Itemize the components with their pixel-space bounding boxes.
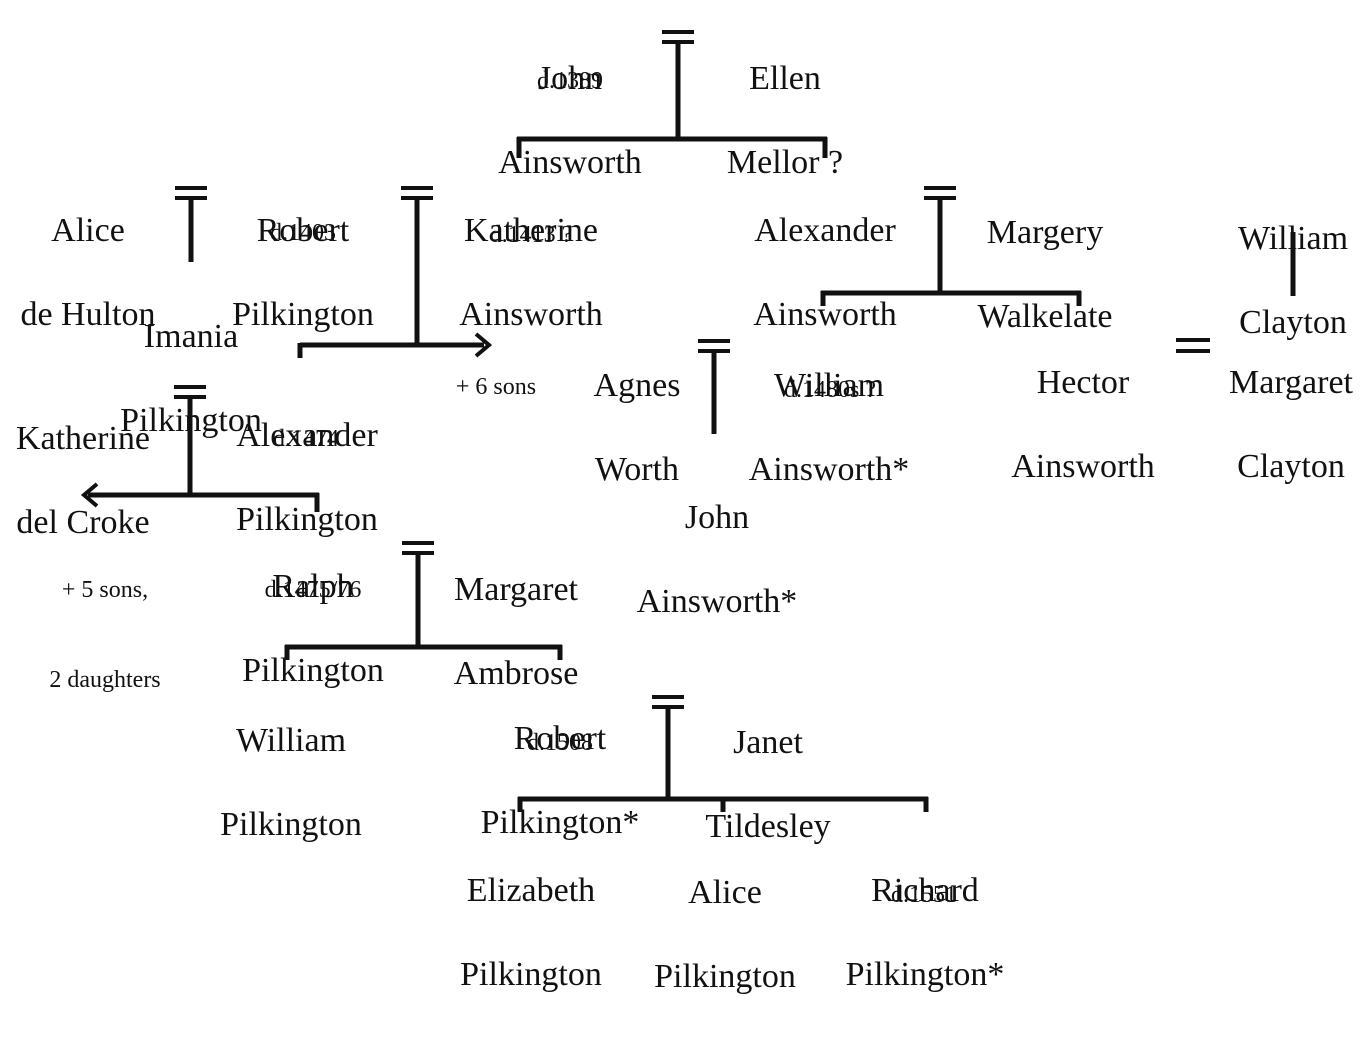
person-name-line1: Robert xyxy=(513,720,607,757)
person-name-line1: William xyxy=(773,367,885,404)
person-richard-pilkington: Richard Pilkington* xyxy=(818,821,1032,1045)
person-name-line2: Pilkington xyxy=(236,501,378,538)
person-john-ainsworth: John Ainsworth xyxy=(470,9,670,233)
date-john-ainsworth: d.1389 xyxy=(537,68,603,94)
person-hector-ainsworth: Hector Ainsworth xyxy=(990,313,1176,537)
person-name-line1: Alice xyxy=(51,212,125,249)
person-name-line2: Pilkington xyxy=(232,296,374,333)
person-agnes-worth: Agnes Worth xyxy=(572,316,702,540)
person-imania-pilkington: Imania Pilkington xyxy=(100,267,282,491)
person-name-line1: Richard xyxy=(871,872,979,909)
note-five-sons-two-daughters: + 5 sons, 2 daughters xyxy=(20,515,190,755)
note-line1: + 5 sons, xyxy=(61,577,149,603)
person-name-line2: Pilkington xyxy=(242,652,384,689)
date-william-ainsworth: d.1480s ? xyxy=(784,377,876,403)
person-robert-pilkington-1508: Robert Pilkington* xyxy=(456,669,664,893)
person-name-line2: Walkelate xyxy=(977,298,1113,335)
person-name-line2: Clayton xyxy=(1239,304,1347,341)
note-six-sons: + 6 sons xyxy=(455,374,537,400)
person-name-line2: Pilkington xyxy=(120,402,262,439)
arrowhead-six-sons xyxy=(474,332,493,358)
person-william-clayton: William Clayton xyxy=(1213,169,1370,393)
person-name-line1: Katherine xyxy=(15,420,151,457)
person-alice-pilkington: Alice Pilkington xyxy=(632,823,818,1047)
marriage-symbol-hulton-pilkington xyxy=(175,186,207,200)
person-name-line1: Janet xyxy=(733,724,803,761)
person-name-line1: Alice xyxy=(688,874,762,911)
person-name-line2: Pilkington xyxy=(654,958,796,995)
person-william-pilkington: William Pilkington xyxy=(198,671,384,895)
person-name-line2: de Hulton xyxy=(20,296,156,333)
marriage-symbol-ainsworth-clayton xyxy=(1176,338,1210,353)
date-richard-pilkington: d.1551 xyxy=(891,882,957,908)
person-alexander-pilkington: Alexander Pilkington xyxy=(212,366,402,590)
person-name-line1: John xyxy=(537,60,603,97)
person-name-line1: Robert xyxy=(256,212,350,249)
person-name-line1: Margery xyxy=(986,214,1104,251)
note-line2: 2 daughters xyxy=(49,667,161,693)
person-name-line2: del Croke xyxy=(16,504,150,541)
date-robert-pilkington-1403: d.1403 xyxy=(270,220,336,246)
person-name-line1: Alexander xyxy=(754,212,896,249)
person-name-line1: Ralph xyxy=(272,568,354,605)
person-katherine-del-croke: Katherine del Croke xyxy=(0,369,166,593)
arrowhead-five-sons xyxy=(80,482,99,508)
marriage-symbol-ainsworth-walkelate xyxy=(924,186,956,200)
person-name-line2: Clayton xyxy=(1237,448,1345,485)
person-margaret-clayton: Margaret Clayton xyxy=(1212,313,1370,537)
person-name-line1: Margaret xyxy=(1229,364,1353,401)
person-name-line1: Hector xyxy=(1036,364,1130,401)
date-robert-pilkington-1508: d.1508 xyxy=(527,730,593,756)
person-name-line2: Pilkington xyxy=(460,956,602,993)
marriage-symbol-pilkington-ainsworth xyxy=(401,186,433,200)
person-name-line2: Worth xyxy=(594,451,680,488)
person-name-line2: Tildesley xyxy=(705,808,831,845)
person-name-line2: Pilkington* xyxy=(845,956,1005,993)
person-name-line2: Pilkington* xyxy=(480,804,640,841)
person-name-line2: Ainsworth xyxy=(1011,448,1155,485)
person-margaret-ambrose: Margaret Ambrose xyxy=(436,520,596,744)
person-name-line1: William xyxy=(1237,220,1349,257)
person-name-line1: Agnes xyxy=(593,367,681,404)
person-name-line1: Imania xyxy=(143,318,239,355)
person-name-line2: Ainsworth* xyxy=(636,583,798,620)
date-ralph-pilkington: d.1475/76 xyxy=(264,577,362,603)
person-alice-de-hulton: Alice de Hulton xyxy=(0,161,176,385)
person-ralph-pilkington: Ralph Pilkington xyxy=(220,517,406,741)
person-name-line1: Elizabeth xyxy=(466,872,596,909)
person-elizabeth-pilkington: Elizabeth Pilkington xyxy=(436,821,626,1045)
person-janet-tildesley: Janet Tildesley xyxy=(688,673,848,897)
date-katherine-ainsworth: d.1413 ? xyxy=(489,222,573,248)
date-alexander-pilkington: d.1474 xyxy=(273,426,339,452)
person-name-line1: Margaret xyxy=(454,571,578,608)
connector-lines xyxy=(80,30,1296,812)
person-ellen-mellor: Ellen Mellor ? xyxy=(700,9,870,233)
family-tree-diagram: John Ainsworth d.1389 Ellen Mellor ? Ali… xyxy=(0,9,1370,994)
person-katherine-ainsworth: Katherine Ainsworth xyxy=(438,161,624,385)
person-alexander-ainsworth: Alexander Ainsworth xyxy=(730,161,920,385)
person-name-line2: Pilkington xyxy=(220,806,362,843)
person-william-ainsworth: William Ainsworth* xyxy=(726,316,932,540)
person-name-line2: Ainsworth xyxy=(753,296,897,333)
person-john-ainsworth-junior: John Ainsworth* xyxy=(612,448,822,672)
person-robert-pilkington-1403: Robert Pilkington xyxy=(212,161,394,385)
person-name-line1: Katherine xyxy=(463,212,599,249)
person-name-line2: Ambrose xyxy=(453,655,579,692)
person-name-line1: Ellen xyxy=(749,60,821,97)
marriage-symbol-pilkington-ambrose xyxy=(402,541,434,555)
person-name-line2: Ainsworth* xyxy=(748,451,910,488)
person-name-line1: William xyxy=(235,722,347,759)
person-margery-walkelate: Margery Walkelate xyxy=(960,163,1130,387)
person-name-line2: Mellor ? xyxy=(726,144,844,181)
person-name-line2: Ainsworth xyxy=(498,144,642,181)
person-name-line2: Ainsworth xyxy=(459,296,603,333)
person-name-line1: John xyxy=(684,499,750,536)
person-name-line1: Alexander xyxy=(236,417,378,454)
